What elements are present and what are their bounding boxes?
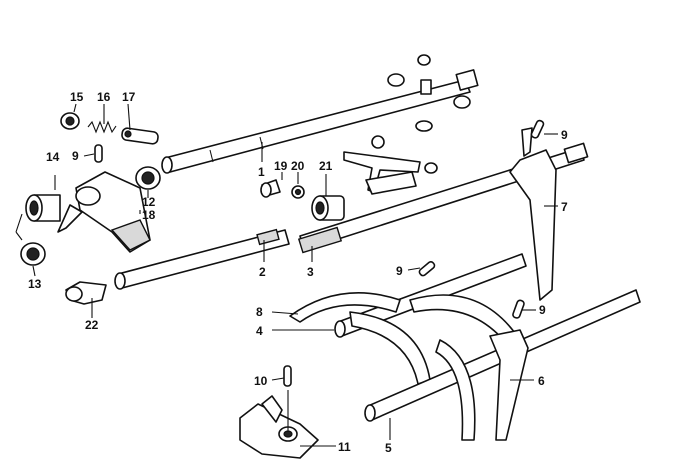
lever-bracket [343,135,438,195]
callout-3: 3 [307,265,314,279]
callout-12: 12 [142,195,156,209]
bushing-21 [311,195,345,221]
callout-9a: 9 [72,149,79,163]
callout-6: 6 [538,374,545,388]
callout-10: 10 [254,374,268,388]
roll-pin-9b [530,119,545,139]
callout-1: 1 [258,165,265,179]
callout-14: 14 [46,150,60,164]
callout-4: 4 [256,324,263,338]
callout-9b: 9 [561,128,568,142]
bolt-19 [260,179,281,198]
selector-block-11 [239,395,319,459]
callout-9c: 9 [396,264,403,278]
shift-rod-1 [161,69,479,174]
callout-2: 2 [259,265,266,279]
callout-13: 13 [28,277,42,291]
callout-5: 5 [385,441,392,455]
callout-21: 21 [319,159,333,173]
bushing-12 [135,166,161,190]
callout-20: 20 [291,159,305,173]
clamp-22 [65,281,107,305]
bushing-14 [25,194,61,222]
roll-pin-10 [283,365,292,387]
callout-11: 11 [338,440,351,454]
bracket-lines [15,213,23,241]
callout-8: 8 [256,305,263,319]
callout-9d: 9 [539,303,546,317]
callout-17: 17 [122,90,136,104]
callout-19: 19 [274,159,288,173]
callout-7: 7 [561,200,568,214]
washer-20 [291,185,305,199]
callout-16: 16 [97,90,111,104]
roll-pin-9c [418,260,436,277]
selector-block-18 [57,171,151,253]
shift-fork-7 [509,127,557,301]
callout-22: 22 [85,318,99,332]
detent-pin-17 [121,127,159,145]
shift-fork-6 [409,294,529,441]
rod-1-end-fittings [387,54,471,132]
bushing-13 [20,242,46,266]
callout-labels: 1 2 3 4 5 6 7 8 9 9 9 9 10 11 12 13 14 1… [28,90,568,455]
roll-pin-9d [512,299,525,319]
callout-18: 18 [142,208,156,222]
callout-15: 15 [70,90,84,104]
roll-pin-9a [94,144,103,163]
detent-spring-16 [87,120,117,134]
shift-rod-2 [114,228,290,290]
detent-plug-15 [60,112,80,130]
leader-lines [32,103,558,447]
